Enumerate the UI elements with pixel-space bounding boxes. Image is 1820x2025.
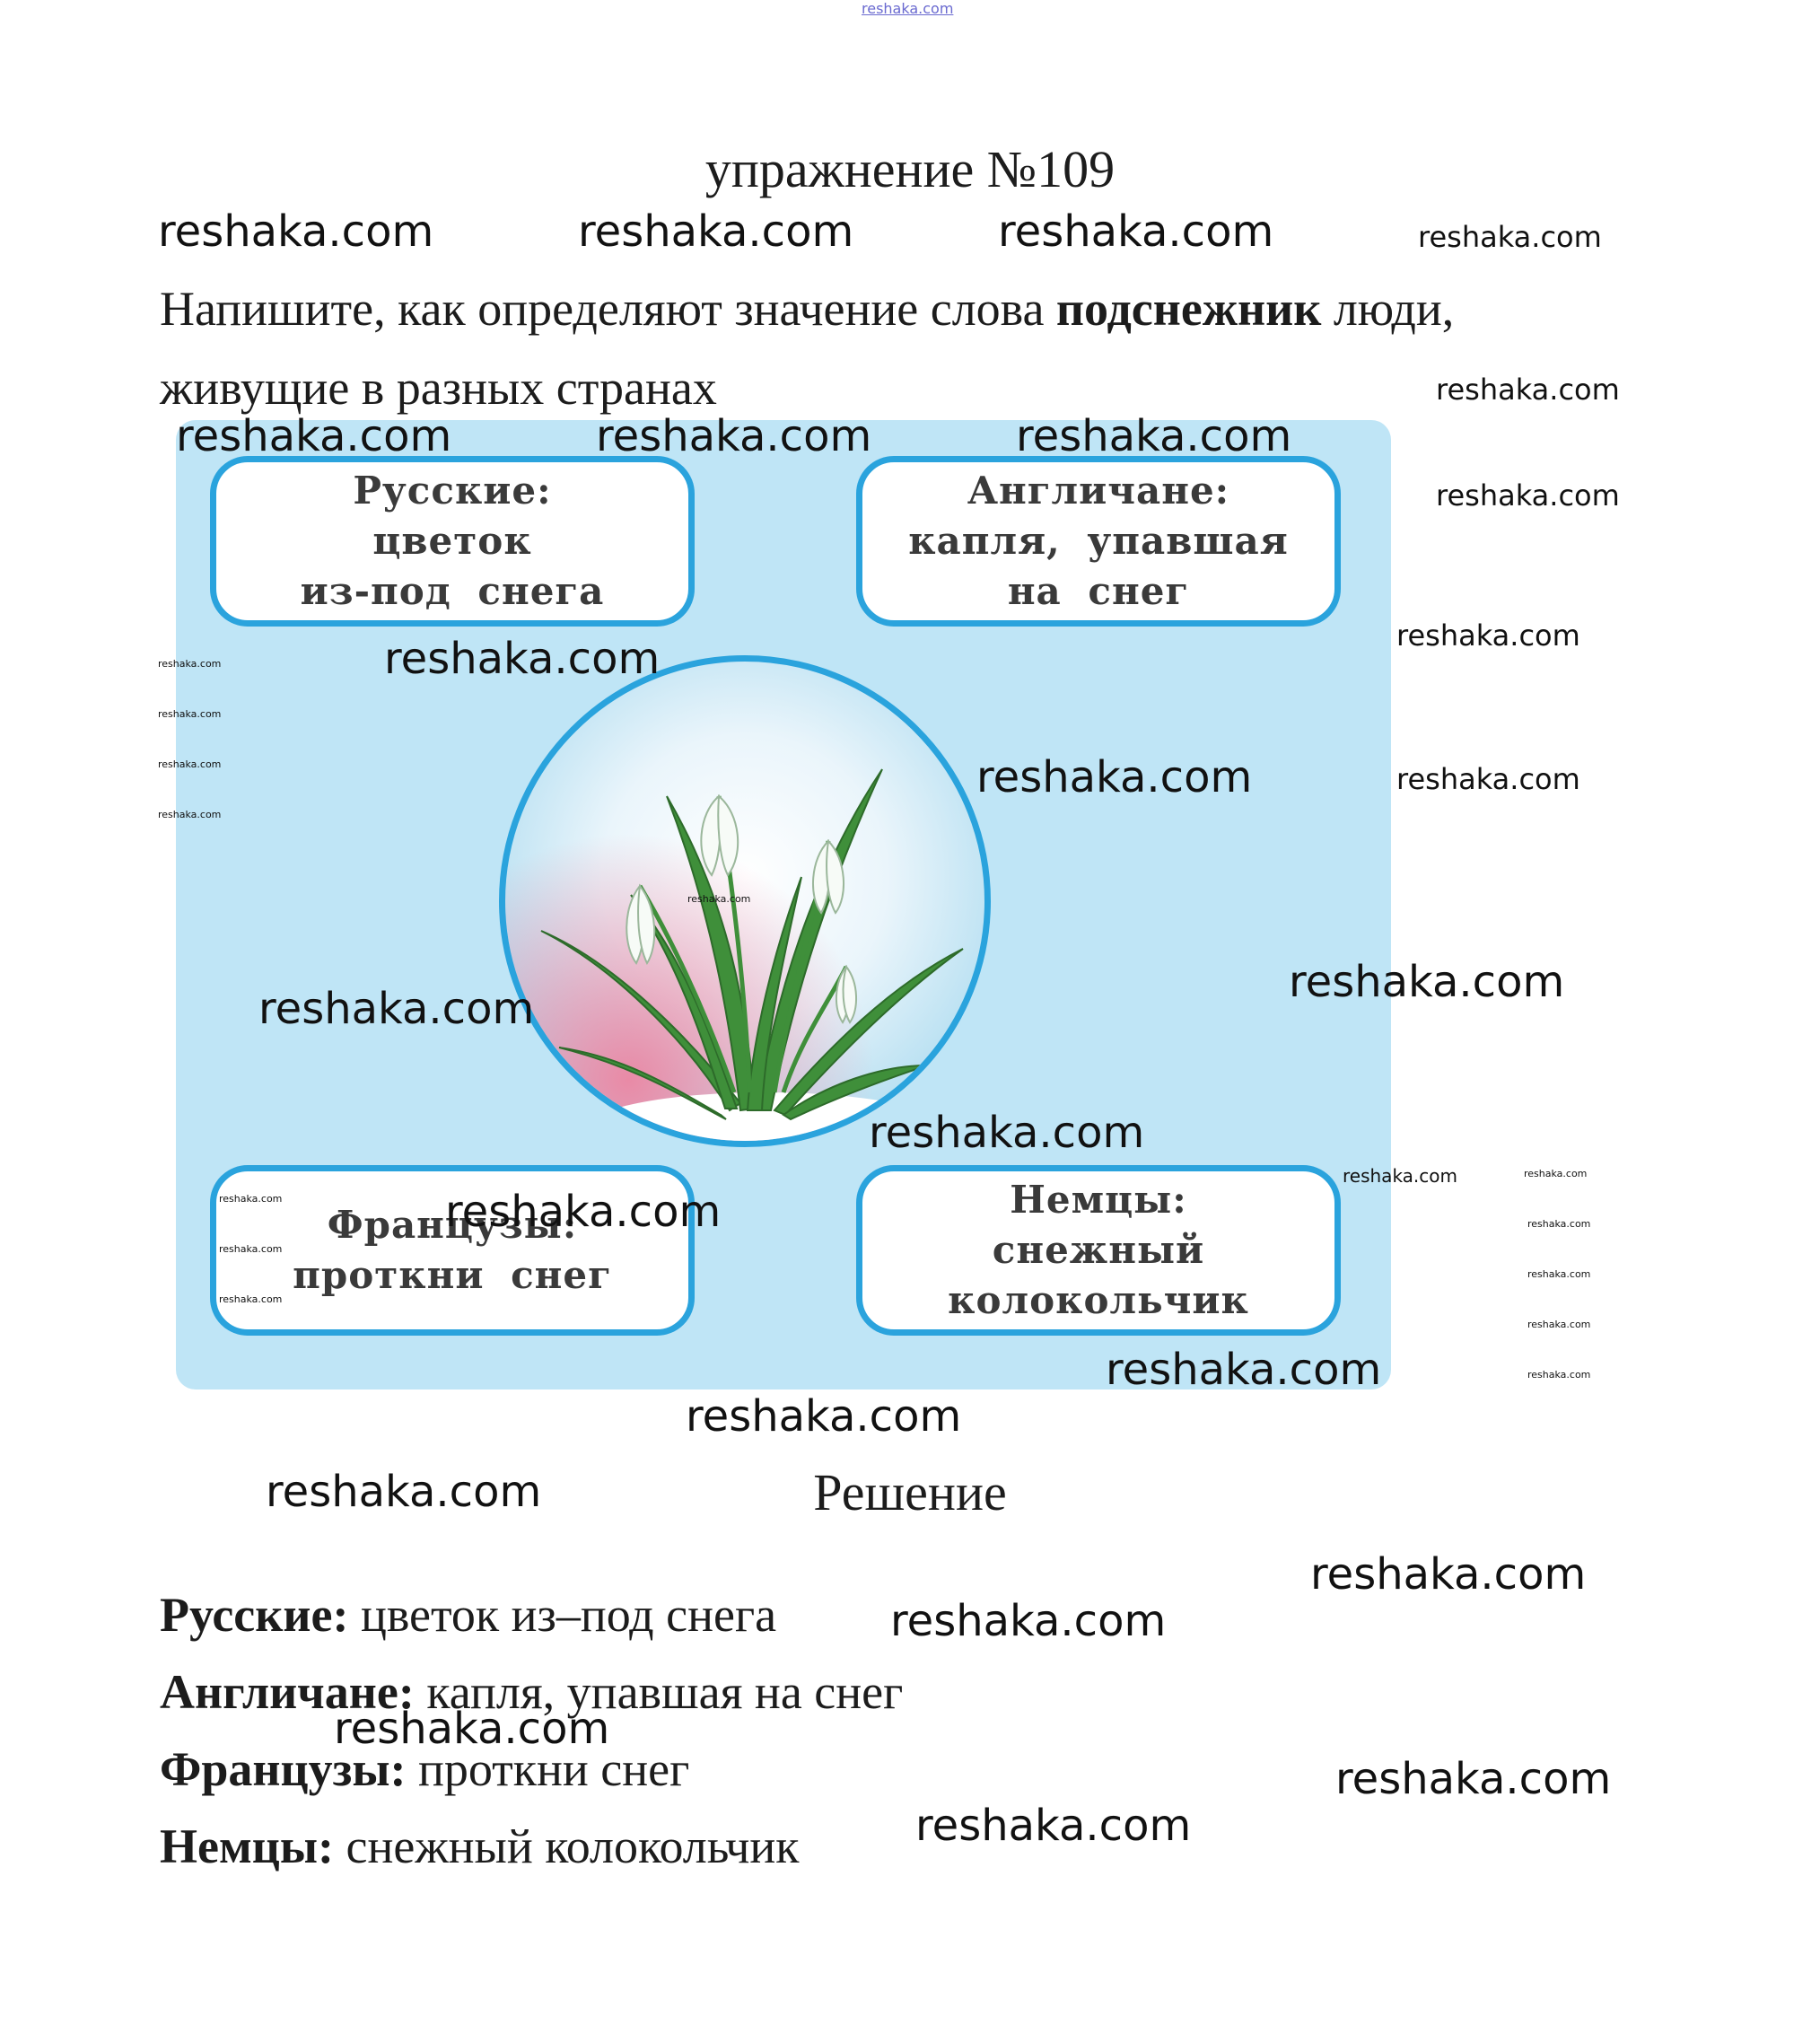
card-german-line: колокольчик (948, 1278, 1249, 1322)
answer-label: Англичане: (160, 1665, 415, 1719)
watermark: reshaka.com (1527, 1268, 1591, 1280)
snowdrop-illustration (499, 655, 991, 1147)
watermark: reshaka.com (1524, 1168, 1588, 1179)
site-header-link[interactable]: reshaka.com (862, 0, 954, 17)
task-text: Напишите, как определяют значение слова … (160, 269, 1632, 427)
answer-row: Немцы: снежный колокольчик (160, 1822, 800, 1871)
exercise-title: упражнение №109 (704, 140, 1116, 198)
watermark: reshaka.com (1310, 1549, 1587, 1600)
watermark: reshaka.com (686, 1391, 962, 1442)
answer-row: Англичане: капля, упавшая на снег (160, 1668, 903, 1716)
watermark: reshaka.com (158, 658, 222, 670)
watermark: reshaka.com (219, 1243, 283, 1255)
answer-label: Немцы: (160, 1819, 335, 1873)
card-russian-line: Русские: (353, 469, 552, 513)
answer-text: снежный колокольчик (334, 1819, 800, 1873)
card-french-line: проткни снег (293, 1253, 612, 1297)
watermark: reshaka.com (176, 411, 452, 461)
watermark: reshaka.com (258, 984, 535, 1034)
task-keyword: подснежник (1055, 282, 1322, 336)
card-russian-line: из-под снега (300, 569, 605, 613)
watermark: reshaka.com (1527, 1319, 1591, 1330)
card-english: Англичане: капля, упавшая на снег (856, 456, 1341, 627)
watermark: reshaka.com (266, 1467, 542, 1517)
answer-label: Французы: (160, 1742, 407, 1796)
watermark: reshaka.com (1527, 1369, 1591, 1381)
answer-text: цветок из–под снега (348, 1588, 777, 1642)
watermark: reshaka.com (158, 758, 222, 770)
watermark: reshaka.com (1289, 957, 1565, 1007)
watermark: reshaka.com (334, 1704, 610, 1754)
watermark: reshaka.com (1106, 1345, 1382, 1395)
card-french-line: Французы: (327, 1203, 578, 1247)
task-text-before: Напишите, как определяют значение слова (160, 282, 1056, 336)
snowdrop-image (505, 662, 984, 1141)
watermark: reshaka.com (687, 893, 751, 905)
card-russian: Русские: цветок из-под снега (210, 456, 695, 627)
watermark: reshaka.com (1396, 762, 1580, 796)
card-english-line: капля, упавшая (908, 519, 1289, 563)
card-german-line: Немцы: (1010, 1178, 1187, 1222)
answer-label: Русские: (160, 1588, 349, 1642)
watermark: reshaka.com (219, 1293, 283, 1305)
watermark: reshaka.com (445, 1187, 722, 1237)
watermark: reshaka.com (1418, 220, 1602, 254)
card-french: Французы: проткни снег (210, 1165, 695, 1336)
illustration-panel: Русские: цветок из-под снега Англичане: … (176, 420, 1391, 1389)
watermark: reshaka.com (384, 634, 661, 684)
card-russian-line: цветок (372, 519, 532, 563)
watermark: reshaka.com (158, 809, 222, 820)
watermark: reshaka.com (219, 1193, 283, 1205)
answer-text: проткни снег (406, 1742, 690, 1796)
watermark: reshaka.com (1527, 1218, 1591, 1230)
watermark: reshaka.com (915, 1801, 1192, 1851)
solution-heading: Решение (813, 1463, 1007, 1521)
answer-row: Русские: цветок из–под снега (160, 1591, 776, 1639)
watermark: reshaka.com (1016, 411, 1292, 461)
watermark: reshaka.com (890, 1596, 1167, 1646)
card-german-line: снежный (992, 1228, 1205, 1272)
watermark: reshaka.com (158, 206, 434, 257)
watermark: reshaka.com (596, 411, 872, 461)
card-german: Немцы: снежный колокольчик (856, 1165, 1341, 1336)
card-english-line: Англичане: (967, 469, 1230, 513)
watermark: reshaka.com (1335, 1754, 1612, 1804)
watermark: reshaka.com (869, 1108, 1145, 1158)
watermark: reshaka.com (1396, 618, 1580, 653)
watermark: reshaka.com (578, 206, 854, 257)
watermark: reshaka.com (976, 752, 1253, 802)
card-english-line: на снег (1007, 569, 1190, 613)
answer-row: Французы: проткни снег (160, 1745, 689, 1793)
watermark: reshaka.com (1436, 373, 1620, 407)
watermark: reshaka.com (1343, 1165, 1457, 1187)
task-text-after: люди, живущие в разных странах (160, 282, 1455, 415)
watermark: reshaka.com (158, 708, 222, 720)
watermark: reshaka.com (998, 206, 1274, 257)
watermark: reshaka.com (1436, 478, 1620, 513)
answer-text: капля, упавшая на снег (414, 1665, 904, 1719)
